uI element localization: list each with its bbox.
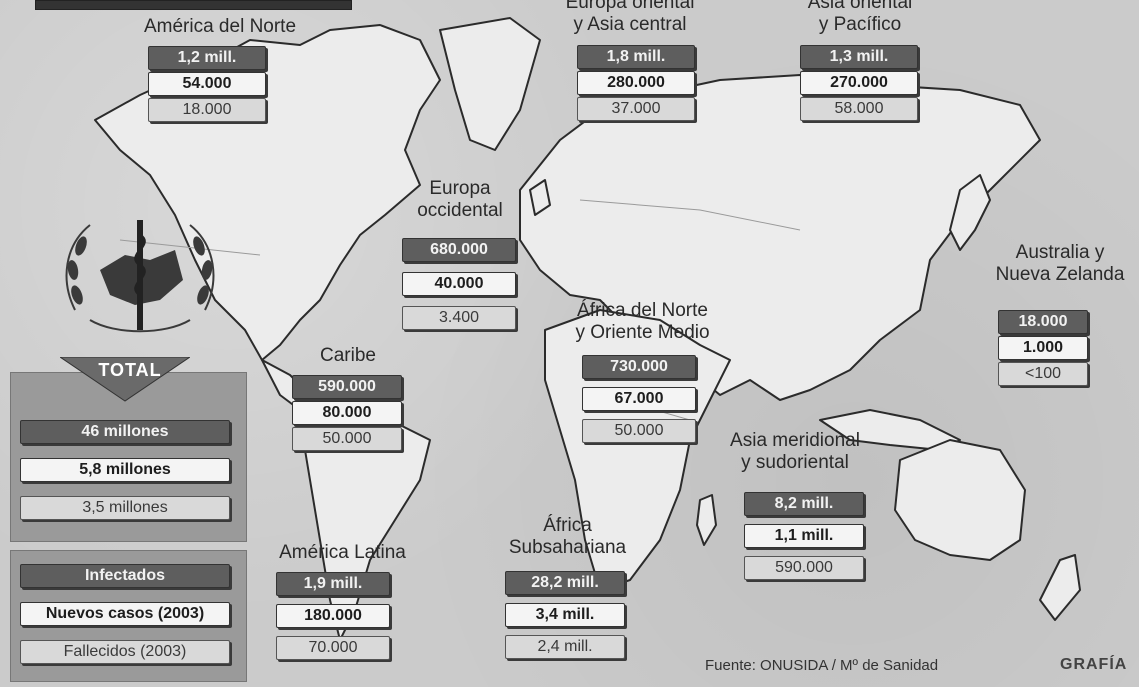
region-name: América Latina [279,542,406,563]
infectados-value: 590.000 [292,375,402,399]
header-bar [35,0,352,10]
nuevos-value: 1,1 mill. [744,524,864,548]
infectados-value: 1,9 mill. [276,572,390,596]
legend-infectados: Infectados [20,564,230,588]
nuevos-value: 180.000 [276,604,390,628]
fallecidos-value: <100 [998,362,1088,386]
region-name: Asia meridional y sudoriental [730,430,860,473]
region-name: Europa occidental [417,178,503,221]
fallecidos-value: 50.000 [292,427,402,451]
region-name: América del Norte [143,16,297,37]
nuevos-value: 270.000 [800,71,918,95]
legend-fallecidos: Fallecidos (2003) [20,640,230,664]
africa-shape [544,309,731,591]
fallecidos-value: 590.000 [744,556,864,580]
total-nuevos: 5,8 millones [20,458,230,482]
greenland-shape [439,17,541,151]
total-label: TOTAL [98,360,162,380]
nuevos-value: 67.000 [582,387,696,411]
nuevos-value: 54.000 [148,72,266,96]
source-credit: Fuente: ONUSIDA / Mº de Sanidad [705,657,939,674]
infectados-value: 680.000 [402,238,516,262]
total-stack: 46 millones 5,8 millones 3,5 millones [20,420,230,520]
fallecidos-value: 58.000 [800,97,918,121]
fallecidos-value: 3.400 [402,306,516,330]
legend-nuevos: Nuevos casos (2003) [20,602,230,626]
infectados-value: 1,8 mill. [577,45,695,69]
region-name: Asia oriental y Pacífico [807,0,913,35]
australia-shape [894,439,1026,561]
total-arrow-icon [60,357,190,402]
fallecidos-value: 18.000 [148,98,266,122]
nuevos-value: 1.000 [998,336,1088,360]
infectados-value: 1,2 mill. [148,46,266,70]
fallecidos-value: 70.000 [276,636,390,660]
infectados-value: 28,2 mill. [505,571,625,595]
nuevos-value: 40.000 [402,272,516,296]
fallecidos-value: 37.000 [577,97,695,121]
total-fallecidos: 3,5 millones [20,496,230,520]
nuevos-value: 80.000 [292,401,402,425]
infectados-value: 730.000 [582,355,696,379]
nuevos-value: 280.000 [577,71,695,95]
total-infectados: 46 millones [20,420,230,444]
region-name: África del Norte y Oriente Medio [575,300,710,343]
region-name: Australia y Nueva Zelanda [995,242,1125,285]
infectados-value: 8,2 mill. [744,492,864,516]
japan-shape [949,174,991,251]
fallecidos-value: 2,4 mill. [505,635,625,659]
nuevos-value: 3,4 mill. [505,603,625,627]
madagascar-shape [696,494,717,546]
infectados-value: 18.000 [998,310,1088,334]
uk-shape [529,179,551,216]
new-zealand-shape [1039,554,1081,621]
legend-stack: Infectados Nuevos casos (2003) Fallecido… [20,564,230,664]
infectados-value: 1,3 mill. [800,45,918,69]
region-name: África Subsahariana [508,515,627,558]
region-name: Europa oriental y Asia central [565,0,695,35]
region-name: Caribe [320,345,376,366]
brand-label: GRAFÍA [1060,656,1128,673]
fallecidos-value: 50.000 [582,419,696,443]
who-emblem-icon [65,220,215,333]
